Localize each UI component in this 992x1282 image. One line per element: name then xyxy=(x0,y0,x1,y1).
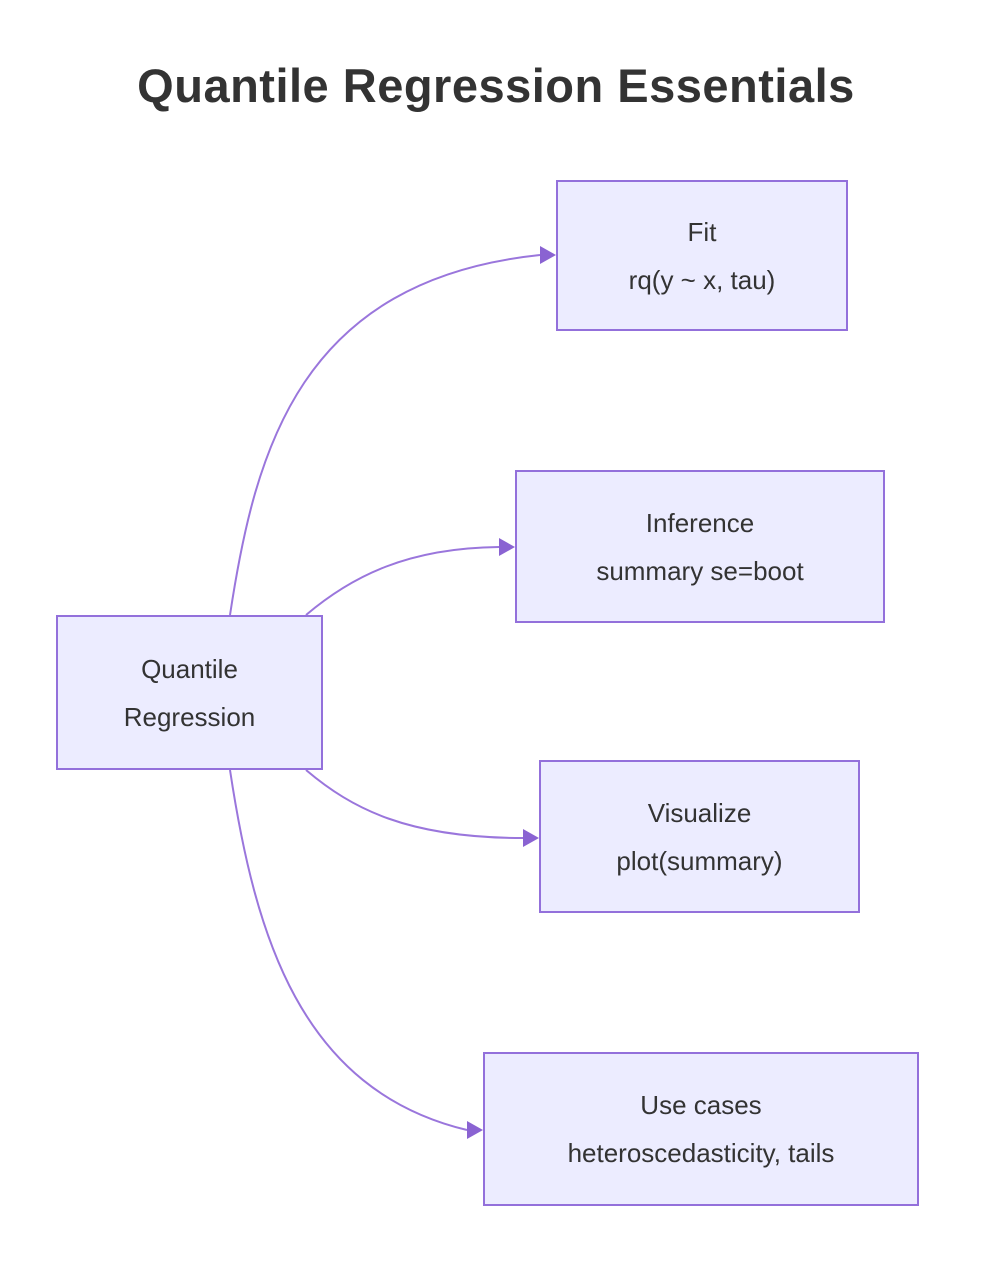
node-visualize-line2: plot(summary) xyxy=(616,845,783,876)
node-use-cases-line2: heteroscedasticity, tails xyxy=(567,1138,835,1168)
arrowhead-qr-inference xyxy=(499,538,515,556)
arrowhead-qr-visualize xyxy=(523,829,539,847)
edge-qr-visualize xyxy=(305,769,524,839)
arrowhead-qr-usecases xyxy=(467,1121,483,1139)
node-visualize: Visualize plot(summary) xyxy=(539,760,860,913)
node-use-cases-line1: Use cases xyxy=(640,1090,762,1120)
diagram-title: Quantile Regression Essentials xyxy=(137,59,855,112)
node-fit-line1: Fit xyxy=(687,216,717,247)
arrowhead-qr-fit xyxy=(540,246,556,264)
node-inference: Inference summary se=boot xyxy=(515,470,885,623)
node-fit: Fit rq(y ~ x, tau) xyxy=(556,180,848,331)
node-inference-line1: Inference xyxy=(645,507,755,538)
node-quantile-regression: Quantile Regression xyxy=(56,615,323,770)
node-quantile-regression-line2: Regression xyxy=(123,701,256,732)
node-quantile-regression-line1: Quantile xyxy=(141,653,238,684)
edge-qr-usecases xyxy=(229,769,468,1131)
node-fit-line2: rq(y ~ x, tau) xyxy=(628,264,776,295)
edge-qr-inference xyxy=(305,546,500,616)
node-visualize-line1: Visualize xyxy=(647,797,752,828)
node-use-cases: Use cases heteroscedasticity, tails xyxy=(483,1052,919,1206)
node-inference-line2: summary se=boot xyxy=(596,555,804,586)
edge-qr-fit xyxy=(229,254,541,616)
